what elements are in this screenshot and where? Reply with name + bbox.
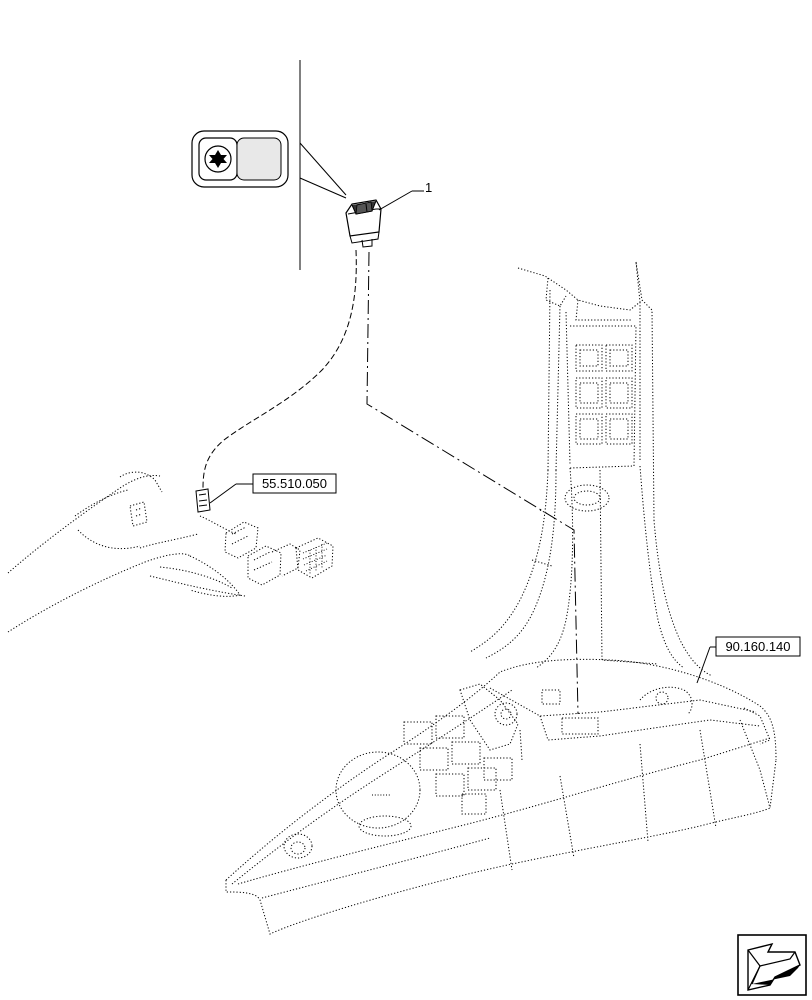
cab-pillar [469,261,713,677]
console-reference-callout: 90.160.140 [696,636,801,684]
wiring-harness [7,471,334,633]
detail-separator [299,60,347,270]
harness-reference-callout: 55.510.050 [209,473,337,504]
switch-wire [202,249,357,489]
rocker-switch [345,199,382,248]
side-console [225,658,777,935]
torx-star-icon [191,130,289,188]
part-callout-1: 1 [378,180,432,211]
installation-line [366,251,579,715]
console-reference-label: 90.160.140 [725,639,790,654]
harness-reference-label: 55.510.050 [262,476,327,491]
next-page-arrow-icon[interactable] [737,934,807,996]
part-number-label: 1 [425,180,432,195]
